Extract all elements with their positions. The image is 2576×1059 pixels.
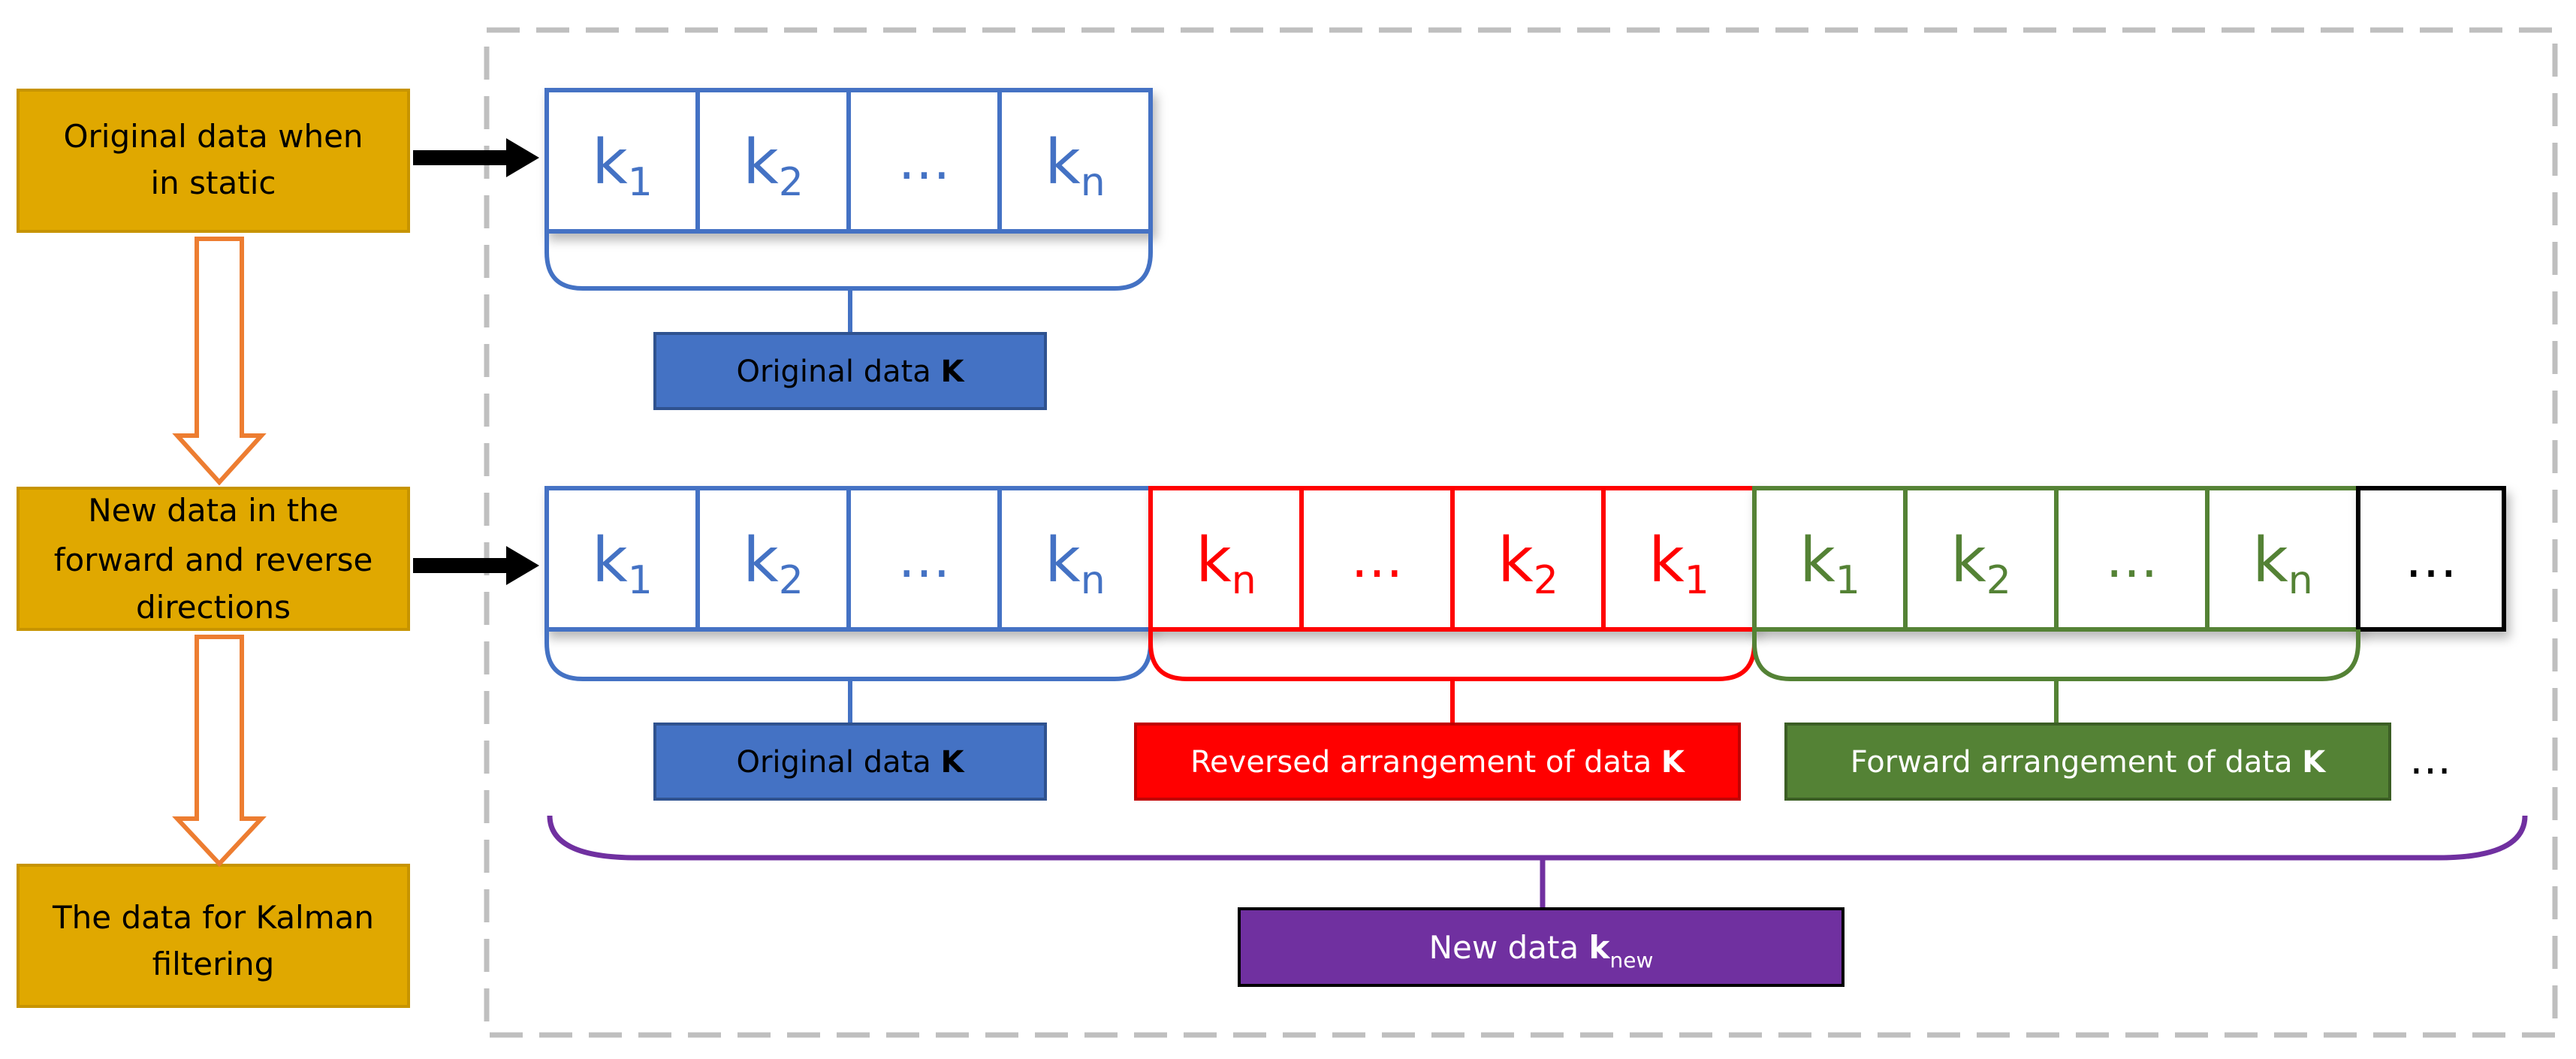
row2-label-original: Original data K [653,723,1047,801]
row1-cell-2-base: k [743,127,779,198]
step-box-forward-reverse-line1: New data in the [88,492,338,529]
down-arrow-icon [172,237,267,486]
step-box-static-line2: in static [151,164,276,201]
row2-blue-cell-4-sub: n [1081,558,1106,603]
row2-blue-cell-3-base: … [898,528,951,590]
row2-red-cell-2: … [1351,528,1404,590]
row1-brace [544,231,1153,291]
row2-label-original-text: Original data [736,745,940,780]
row2-green-brace [1752,629,2360,681]
right-arrow-icon [413,546,539,585]
step-box-forward-reverse-line2: forward and reverse [54,542,373,578]
row2-red-cell-4-sub: 1 [1685,558,1709,603]
svg-text:Original data K: Original data K [736,355,965,389]
row2-red-cell-3-sub: 2 [1534,558,1558,603]
right-arrow-icon [413,138,539,177]
row2-red-cell-1: kn [1196,525,1256,603]
row1-label-text: Original data [736,355,940,389]
row1-cell-3-base: … [898,130,951,192]
row2-blue-brace [544,629,1153,681]
row1-cell-4-base: k [1045,127,1081,198]
row2-blue-cell-3: … [898,528,951,590]
row2-label-forward-text: Forward arrangement of data [1851,745,2303,780]
row2-label-forward: Forward arrangement of data K [1784,723,2391,801]
row2-green-cell-4-base: k [2252,525,2288,596]
row2-label-reversed: Reversed arrangement of data K [1134,723,1741,801]
row2-label-reversed-bold: K [1661,745,1686,780]
row2-green-cell-2: k2 [1950,525,2011,603]
svg-text:Reversed arrangement of data K: Reversed arrangement of data K [1190,745,1686,780]
row2-black-cell-1-base: … [2405,528,2457,590]
row2-blue-cell-1: k1 [592,525,653,603]
row2-red-cell-1-sub: n [1232,558,1256,603]
row2-blue-cell-2-sub: 2 [779,558,804,603]
row2-red-cell-2-base: … [1351,528,1404,590]
row2-green-cell-1-base: k [1799,525,1835,596]
row2-trailing-ellipsis: … [2409,735,2451,784]
row1-cell-2-sub: 2 [779,160,804,205]
row1-label-bold: K [941,355,966,389]
row2-green-cell-2-base: k [1950,525,1986,596]
row2-blue-cell-1-base: k [592,525,628,596]
svg-text:New data knew: New data knew [1429,929,1654,973]
step-box-static-line1: Original data when [63,118,363,155]
row2-blue-cell-2: k2 [743,525,804,603]
row1-cell-1-base: k [592,127,628,198]
row2-red-cell-3: k2 [1498,525,1558,603]
row1-cell-2: k2 [743,127,804,205]
down-arrow-icon [172,635,267,867]
step-box-forward-reverse-line3: directions [136,589,291,626]
row2-black-cell: … [2356,486,2506,632]
final-label-bold: k [1589,929,1611,966]
step-box-kalman: The data for Kalman filtering [17,864,410,1008]
svg-text:Forward arrangement of data K: Forward arrangement of data K [1851,745,2327,780]
row1-label-original: Original data K [653,332,1047,410]
final-label-sub: new [1609,948,1653,973]
row2-red-cell-1-base: k [1196,525,1232,596]
row2-green-cell-1-sub: 1 [1835,558,1860,603]
step-box-kalman-line2: filtering [152,946,275,982]
purple-brace [547,815,2528,861]
row2-label-reversed-text: Reversed arrangement of data [1190,745,1661,780]
svg-text:Original data K: Original data K [736,745,965,780]
row1-cell-1: k1 [592,127,653,205]
row1-cell-4: kn [1045,127,1105,205]
row2-green-cell-3-base: … [2106,528,2158,590]
step-box-static: Original data when in static [17,89,410,233]
row2-blue-cell-1-sub: 1 [628,558,653,603]
row1-cell-1-sub: 1 [628,160,653,205]
row2-green-cell-4: kn [2252,525,2312,603]
row2-blue-cell-4: kn [1045,525,1105,603]
row2-green-cell-1: k1 [1799,525,1860,603]
row2-blue-cell-4-base: k [1045,525,1081,596]
row2-black-cell-1: … [2405,528,2457,590]
row1-cell-3: … [898,130,951,192]
final-label-text: New data [1429,929,1589,966]
row2-blue-cell-2-base: k [743,525,779,596]
row2-green-cell-4-sub: n [2288,558,2313,603]
step-box-forward-reverse: New data in the forward and reverse dire… [17,487,410,631]
row1-cell-4-sub: n [1081,160,1106,205]
row2-red-brace [1148,629,1757,681]
row2-red-cell-4: k1 [1648,525,1709,603]
step-box-kalman-line1: The data for Kalman [52,899,374,936]
row2-green-cell-2-sub: 2 [1986,558,2011,603]
row2-label-forward-bold: K [2302,745,2327,780]
row2-green-cell-3: … [2106,528,2158,590]
row2-red-cell-3-base: k [1498,525,1534,596]
row2-red-cell-4-base: k [1648,525,1685,596]
row2-label-original-bold: K [941,745,966,780]
final-label-new-data: New data knew [1238,907,1845,987]
